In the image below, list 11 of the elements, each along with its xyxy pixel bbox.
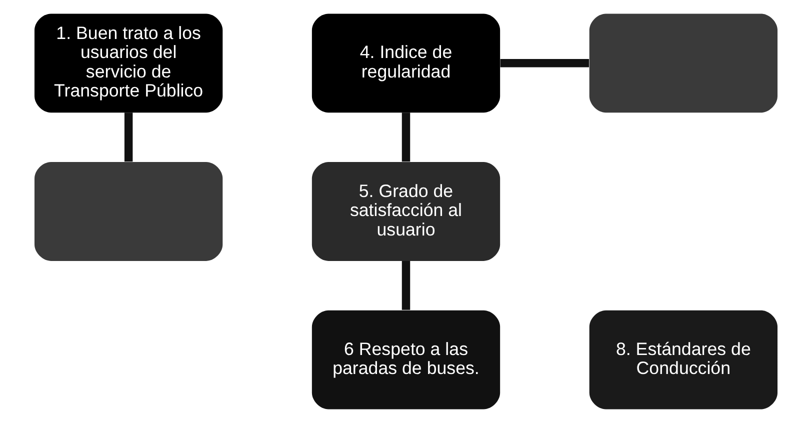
connector (500, 59, 589, 68)
node-box (34, 162, 223, 261)
node-box: 6 Respeto a las paradas de buses. (312, 310, 500, 410)
node-box (589, 14, 778, 113)
node-box: 4. Indice de regularidad (312, 14, 500, 113)
node-box: 1. Buen trato a los usuarios del servicio de Transporte Público (34, 14, 223, 113)
connector (402, 112, 410, 162)
connector (402, 260, 410, 310)
connector (124, 112, 133, 162)
node-box: 8. Estándares de Conducción (589, 310, 778, 410)
node-box: 5. Grado de satisfacción al usuario (312, 162, 500, 261)
